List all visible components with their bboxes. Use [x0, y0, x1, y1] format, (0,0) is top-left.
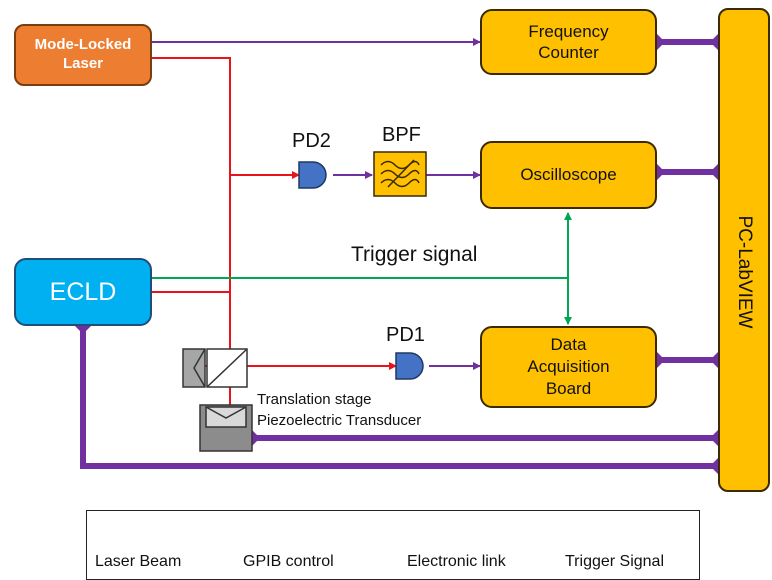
- bpf-icon: [373, 151, 427, 197]
- legend-label-trigger: Trigger Signal: [565, 553, 665, 570]
- ecld-label: ECLD: [49, 277, 117, 306]
- trigger-links: [152, 212, 572, 325]
- legend-label-laser-beam: Laser Beam: [95, 553, 182, 570]
- oscilloscope-block: Oscilloscope: [480, 141, 657, 209]
- frequency-counter-label: Frequency Counter: [528, 21, 609, 62]
- frequency-counter-block: Frequency Counter: [480, 9, 657, 75]
- daq-block: Data Acquisition Board: [480, 326, 657, 408]
- pd2-label: PD2: [292, 130, 331, 152]
- bpf-label: BPF: [382, 124, 421, 146]
- legend: Laser Beam GPIB control Electronic link …: [86, 510, 700, 580]
- translation-stage-icon: [199, 404, 253, 452]
- beam-splitter-icon: [182, 348, 248, 388]
- legend-label-electronic: Electronic link: [407, 553, 506, 570]
- electronic-links: [152, 38, 481, 370]
- piezo-label: Piezoelectric Transducer: [257, 412, 422, 429]
- pc-labview-label: PC-LabVIEW: [734, 215, 755, 329]
- mode-locked-laser-block: Mode-Locked Laser: [14, 24, 152, 86]
- legend-label-gpib: GPIB control: [243, 553, 334, 570]
- pd1-label: PD1: [386, 324, 425, 346]
- trigger-signal-label: Trigger signal: [351, 243, 478, 266]
- translation-stage-label: Translation stage: [257, 391, 372, 408]
- oscilloscope-label: Oscilloscope: [520, 165, 617, 185]
- gpib-ecld: [80, 323, 721, 469]
- pc-labview-block: [718, 8, 770, 492]
- daq-label: Data Acquisition Board: [527, 334, 610, 399]
- laser-beam-main: [152, 57, 231, 412]
- pd1-icon: [395, 352, 424, 380]
- gpib-links: [80, 39, 721, 469]
- pd2-icon: [298, 161, 327, 189]
- mode-locked-laser-label: Mode-Locked Laser: [34, 36, 132, 72]
- ecld-block: ECLD: [14, 258, 152, 326]
